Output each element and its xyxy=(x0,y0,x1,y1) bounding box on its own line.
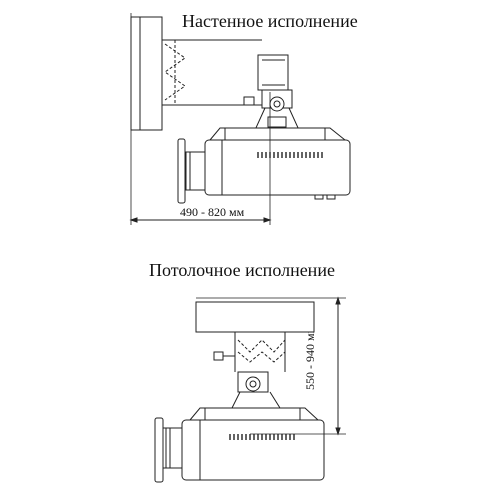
wall-projector-bracket xyxy=(210,128,345,140)
ceiling-mount-drawing xyxy=(155,298,346,482)
ceiling-plate xyxy=(196,302,314,332)
ceiling-projector-vents xyxy=(230,434,294,440)
ceiling-projector xyxy=(155,418,324,482)
wall-mount-title: Настенное исполнение xyxy=(182,11,358,31)
ceiling-mount-title: Потолочное исполнение xyxy=(149,260,335,280)
wall-mount-dimension-label: 490 - 820 мм xyxy=(180,205,245,219)
wall-projector xyxy=(178,139,350,203)
wall-swivel-joint xyxy=(244,90,299,130)
wall-mount-drawing xyxy=(131,13,350,225)
ceiling-projector-bracket xyxy=(190,408,318,420)
wall-dimension-line xyxy=(131,218,270,222)
ceiling-dimension-line xyxy=(336,298,340,434)
wall-arm xyxy=(162,40,288,105)
ceiling-swivel-joint xyxy=(232,372,280,408)
wall-plate xyxy=(131,17,162,130)
ceiling-drop-tube xyxy=(214,332,285,372)
